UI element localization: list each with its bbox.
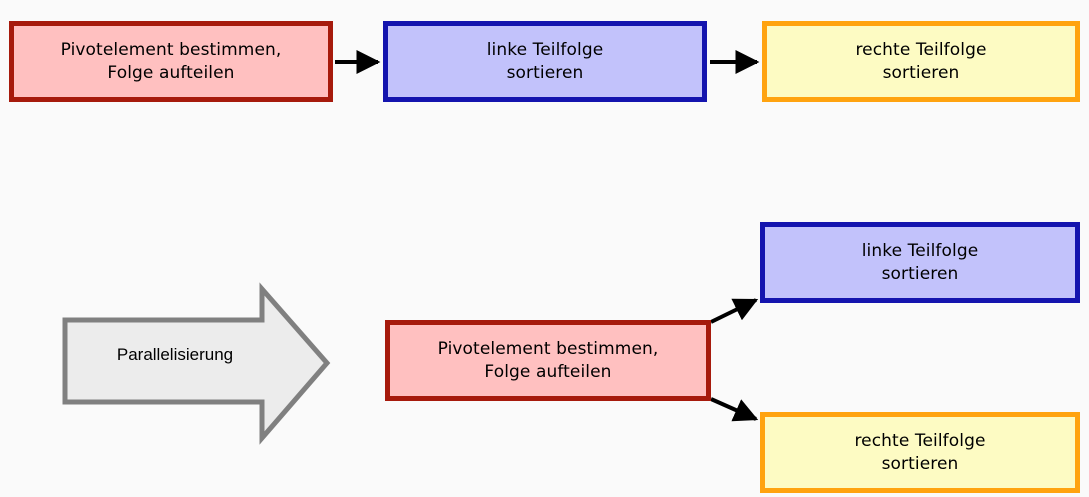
node-sequential-pivot[interactable]: Pivotelement bestimmen, Folge aufteilen [9,21,333,102]
parallelisierung-label: Parallelisierung [116,345,234,364]
connector-par-pivot-to-par-right [710,397,759,422]
node-parallel-pivot[interactable]: Pivotelement bestimmen, Folge aufteilen [385,320,711,401]
connector-par-pivot-to-par-left [710,298,759,324]
node-sequential-right-sublist[interactable]: rechte Teilfolge sortieren [762,21,1080,102]
node-parallel-left-sublist[interactable]: linke Teilfolge sortieren [760,222,1080,303]
node-parallel-right-sublist[interactable]: rechte Teilfolge sortieren [760,412,1080,493]
node-sequential-left-sublist[interactable]: linke Teilfolge sortieren [383,21,707,102]
